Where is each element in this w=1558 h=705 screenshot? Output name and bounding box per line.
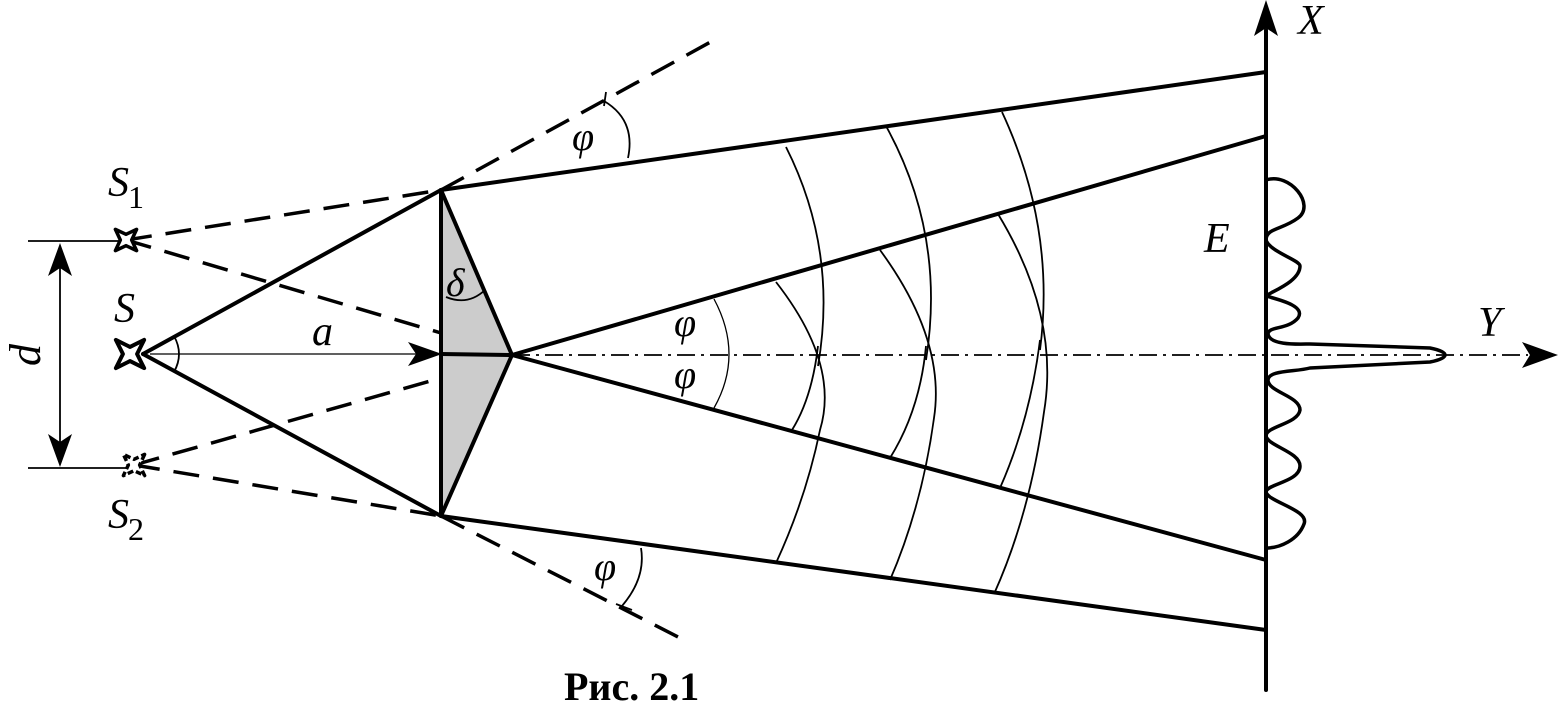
d-arrowhead-bottom bbox=[48, 434, 72, 467]
label-phi-mid-upper: φ bbox=[674, 300, 696, 345]
d-arrowhead-top bbox=[48, 243, 72, 276]
dashed-bottom-extension bbox=[440, 514, 685, 642]
label-phi-top: φ bbox=[572, 114, 594, 159]
dashed-s1-to-center bbox=[125, 238, 442, 335]
distance-a-arrowhead bbox=[408, 342, 442, 366]
ray-bottom-inner bbox=[510, 353, 1268, 562]
angle-arc-phi-top bbox=[603, 100, 631, 159]
label-s2-index: 2 bbox=[128, 511, 144, 547]
wavefront-upper-3 bbox=[1001, 111, 1045, 351]
angle-arc-phi-mid bbox=[713, 298, 730, 409]
label-axis-y: Y bbox=[1478, 300, 1506, 346]
angle-arc-source bbox=[173, 335, 180, 373]
label-a: a bbox=[312, 309, 333, 355]
tick-phi-bottom bbox=[615, 603, 633, 611]
intensity-curve bbox=[1264, 177, 1447, 550]
label-s: S bbox=[114, 286, 135, 332]
wavefront-upper-2 bbox=[885, 125, 932, 361]
label-s1-index: 1 bbox=[128, 179, 144, 215]
dashed-s1-to-top bbox=[125, 188, 442, 242]
source-s1-icon bbox=[113, 227, 139, 253]
angle-arc-phi-bottom bbox=[621, 547, 643, 607]
label-e: E bbox=[1203, 216, 1230, 262]
source-s-icon bbox=[113, 337, 147, 371]
axis-x-arrowhead bbox=[1254, 0, 1278, 36]
source-s2-icon bbox=[121, 452, 147, 478]
figure-caption: Рис. 2.1 bbox=[564, 664, 699, 705]
dashed-s2-to-bottom bbox=[133, 463, 442, 518]
wavefront-cross-1 bbox=[791, 345, 819, 431]
label-s1: S bbox=[108, 160, 129, 206]
wavefront-lower-3 bbox=[993, 213, 1049, 595]
prism-center-edge bbox=[439, 352, 514, 357]
angle-arc-delta bbox=[445, 289, 486, 302]
wavefront-lower-2 bbox=[879, 249, 937, 581]
label-phi-bottom: φ bbox=[594, 544, 616, 589]
wavefront-cross-2 bbox=[889, 345, 927, 459]
ray-s-to-prism-top bbox=[141, 188, 443, 356]
dashed-top-extension bbox=[440, 37, 717, 192]
wavefront-lower-1 bbox=[775, 281, 826, 564]
ray-bottom-outer bbox=[439, 514, 1268, 632]
dashed-s2-to-center bbox=[133, 376, 442, 467]
tick-phi-top bbox=[603, 91, 607, 107]
wavefront-cross-3 bbox=[999, 339, 1041, 489]
label-axis-x: X bbox=[1296, 0, 1326, 44]
ray-top-inner bbox=[510, 134, 1268, 357]
ray-top-outer bbox=[439, 70, 1268, 192]
ray-s-to-prism-bottom bbox=[141, 352, 443, 518]
label-d: d bbox=[1, 343, 50, 366]
label-s2: S bbox=[108, 492, 129, 538]
label-phi-mid-lower: φ bbox=[674, 352, 696, 397]
label-delta: δ bbox=[446, 260, 466, 305]
wavefront-upper-1 bbox=[785, 146, 825, 367]
axis-y-arrowhead bbox=[1522, 342, 1558, 368]
